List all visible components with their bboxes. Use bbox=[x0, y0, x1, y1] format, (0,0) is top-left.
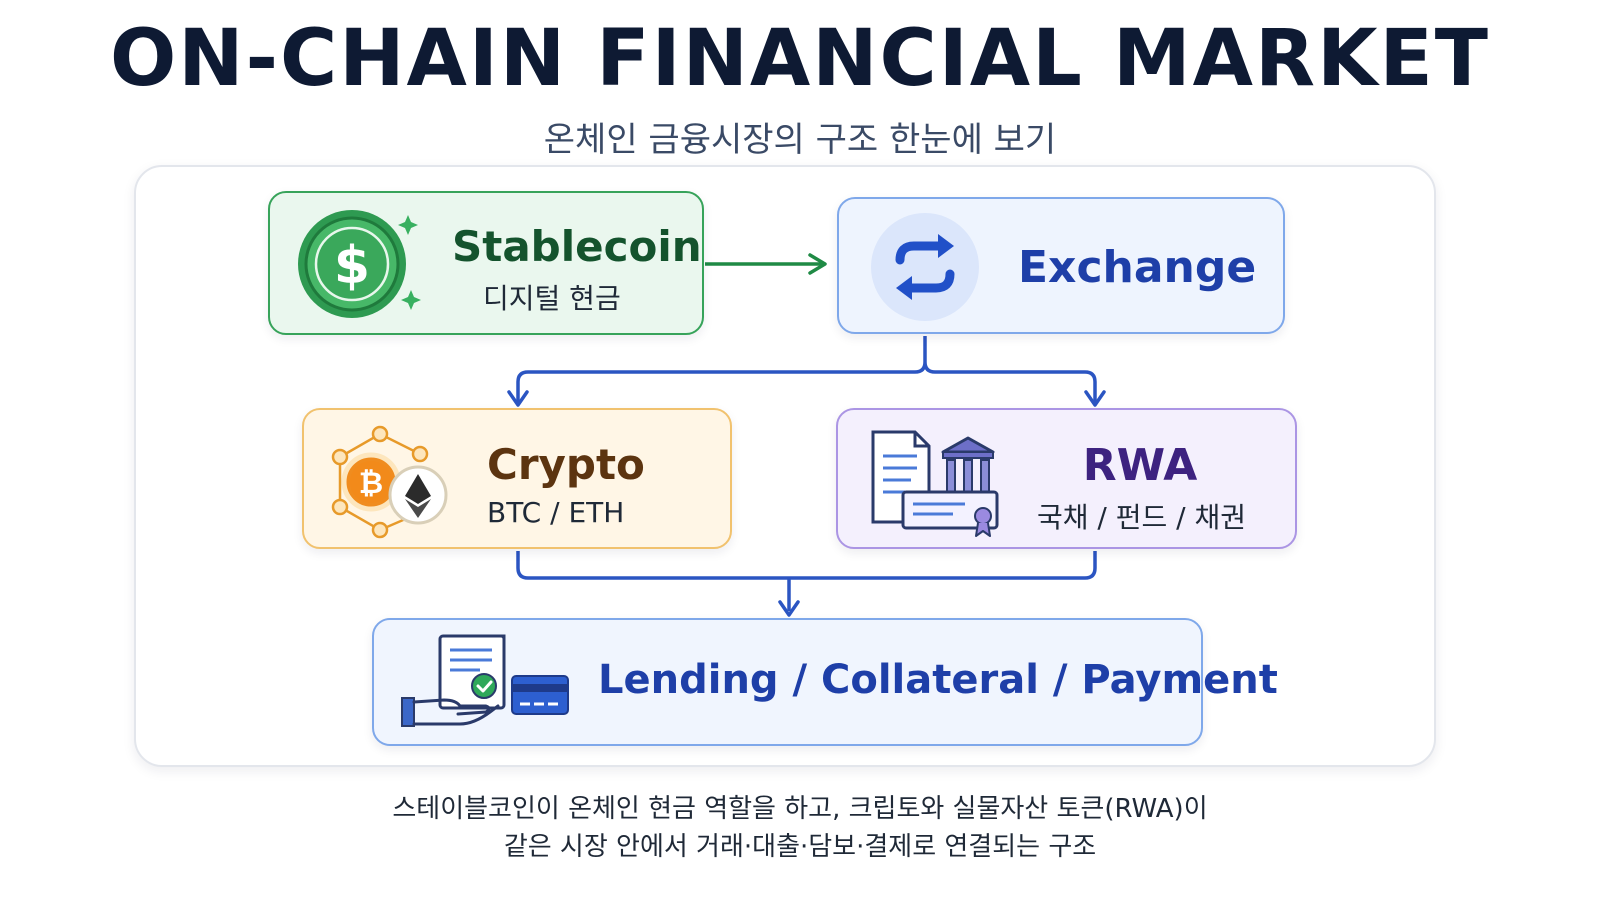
footer-caption-line-2: 같은 시장 안에서 거래·대출·담보·결제로 연결되는 구조 bbox=[503, 832, 1097, 862]
footer-caption-line-1: 스테이블코인이 온체인 현금 역할을 하고, 크립토와 실물자산 토큰(RWA)… bbox=[392, 794, 1208, 824]
page-title: ON-CHAIN FINANCIAL MARKET bbox=[110, 14, 1490, 104]
stablecoin-subtitle: 디지털 현금 bbox=[483, 282, 621, 315]
dollar-coin-icon: $ bbox=[298, 210, 421, 318]
svg-text:₿: ₿ bbox=[359, 466, 383, 501]
rwa-subtitle: 국채 / 펀드 / 채권 bbox=[1037, 501, 1247, 534]
arrow-exchange-to-crypto-rwa bbox=[516, 336, 1097, 402]
lending-title: Lending / Collateral / Payment bbox=[598, 657, 1278, 703]
crypto-title: Crypto bbox=[487, 440, 645, 489]
svg-text:$: $ bbox=[334, 236, 370, 296]
page-subtitle: 온체인 금융시장의 구조 한눈에 보기 bbox=[543, 120, 1057, 160]
btc-eth-network-icon: ₿ bbox=[331, 425, 448, 539]
swap-arrows-icon bbox=[871, 213, 979, 321]
document-bank-certificate-icon bbox=[871, 430, 999, 537]
arrow-crypto-rwa-to-lending bbox=[516, 551, 1097, 611]
exchange-title: Exchange bbox=[1018, 242, 1257, 293]
stablecoin-title: Stablecoin bbox=[452, 222, 702, 271]
hand-document-card-icon bbox=[401, 634, 569, 727]
lending-card[interactable] bbox=[372, 618, 1203, 746]
crypto-subtitle: BTC / ETH bbox=[487, 496, 625, 529]
